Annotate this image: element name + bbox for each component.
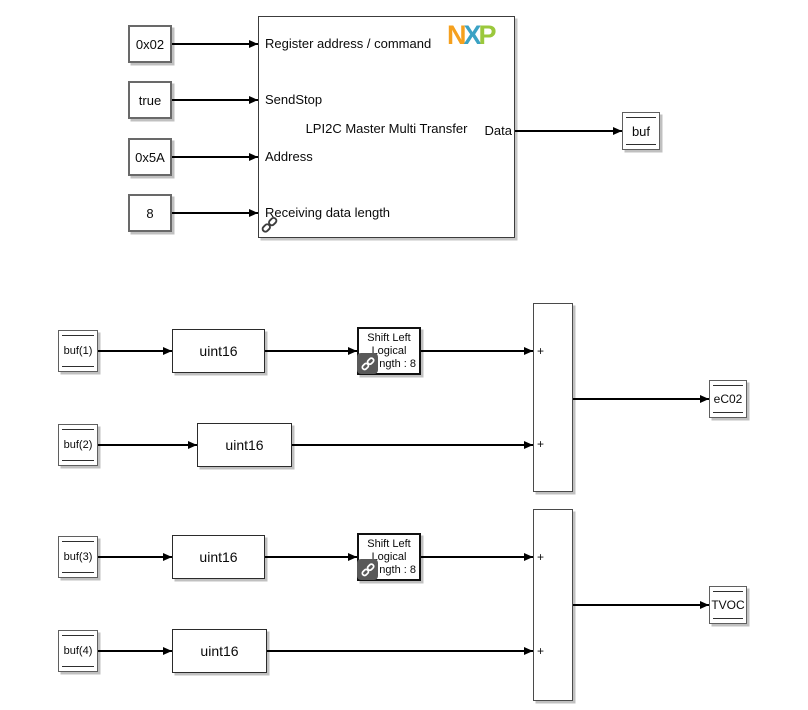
wire-arrowhead [163, 646, 172, 655]
wire-arrowhead [249, 95, 258, 104]
block-label: uint16 [200, 643, 239, 659]
sum-plus-label: + [537, 550, 545, 564]
nxp-logo: NXP [447, 20, 497, 50]
block-label: buf(4) [63, 645, 93, 657]
wire-arrowhead [188, 440, 197, 449]
block-label: uint16 [199, 549, 238, 565]
sum-plus-label: + [537, 644, 545, 658]
constant-block-sendstop[interactable]: true [128, 81, 172, 119]
wire-arrowhead [249, 152, 258, 161]
block-label: TVOC [711, 598, 745, 612]
wire-arrowhead [524, 646, 533, 655]
block-label: uint16 [199, 343, 238, 359]
wire-arrowhead [249, 39, 258, 48]
input-port-label-receiving-length: Receiving data length [265, 205, 391, 220]
block-ec02-store[interactable]: eC02 [709, 380, 747, 418]
signal-wire[interactable] [573, 398, 709, 400]
signal-wire[interactable] [98, 444, 197, 446]
signal-wire[interactable] [98, 556, 172, 558]
nxp-logo-letter-x: X [463, 20, 482, 50]
sum-plus-label: + [537, 437, 545, 451]
block-label: eC02 [713, 392, 743, 406]
signal-wire[interactable] [265, 350, 357, 352]
block-label: buf(2) [63, 439, 93, 451]
wire-arrowhead [249, 208, 258, 217]
constant-value: 0x02 [135, 36, 165, 52]
block-buf4-read[interactable]: buf(4) [58, 630, 98, 672]
nxp-logo-letter-n: N [447, 20, 466, 50]
signal-wire[interactable] [98, 350, 172, 352]
block-label: uint16 [225, 437, 264, 453]
input-port-label-sendstop: SendStop [265, 92, 323, 107]
signal-wire[interactable] [172, 212, 258, 214]
shift-left-logical-block-2[interactable]: Shift Left Logical ngth : 8 [357, 533, 421, 581]
data-type-conversion-block-1[interactable]: uint16 [172, 329, 265, 373]
signal-wire[interactable] [172, 43, 258, 45]
wire-arrowhead [348, 552, 357, 561]
shift-label-line1: Shift Left [367, 332, 411, 344]
link-badge-icon [357, 353, 378, 374]
data-type-conversion-block-4[interactable]: uint16 [172, 629, 267, 673]
constant-block-register-command[interactable]: 0x02 [128, 25, 172, 63]
input-port-label-address: Address [265, 149, 313, 164]
signal-wire[interactable] [573, 604, 709, 606]
signal-wire[interactable] [421, 556, 533, 558]
block-buf3-read[interactable]: buf(3) [58, 536, 98, 578]
wire-arrowhead [700, 600, 709, 609]
wire-arrowhead [700, 394, 709, 403]
wire-arrowhead [524, 346, 533, 355]
signal-wire[interactable] [292, 444, 533, 446]
wire-arrowhead [524, 552, 533, 561]
block-label: buf(1) [63, 345, 93, 357]
signal-wire[interactable] [172, 156, 258, 158]
wire-arrowhead [163, 552, 172, 561]
shift-label-line2: Logical [371, 551, 407, 563]
nxp-logo-letter-p: P [478, 20, 497, 50]
wire-arrowhead [524, 440, 533, 449]
shift-label-line2: Logical [371, 345, 407, 357]
block-buf2-read[interactable]: buf(2) [58, 424, 98, 466]
shift-label-line3: ngth : 8 [379, 358, 416, 370]
signal-wire[interactable] [98, 650, 172, 652]
sum-block-2[interactable] [533, 509, 573, 701]
constant-value: true [138, 92, 162, 108]
shift-label-line3: ngth : 8 [379, 564, 416, 576]
constant-value: 0x5A [135, 149, 165, 165]
block-title: LPI2C Master Multi Transfer [305, 121, 468, 136]
data-type-conversion-block-3[interactable]: uint16 [172, 535, 265, 579]
wire-arrowhead [348, 346, 357, 355]
constant-block-length[interactable]: 8 [128, 194, 172, 232]
output-port-label-data: Data [484, 123, 512, 138]
block-label: buf [631, 123, 651, 139]
link-badge-icon [357, 559, 378, 580]
block-tvoc-store[interactable]: TVOC [709, 586, 747, 624]
wire-arrowhead [163, 346, 172, 355]
wire-arrowhead [613, 126, 622, 135]
signal-wire[interactable] [267, 650, 533, 652]
lpi2c-master-multi-transfer-block[interactable] [258, 16, 515, 238]
shift-label-line1: Shift Left [367, 538, 411, 550]
signal-wire[interactable] [515, 130, 622, 132]
shift-left-logical-block-1[interactable]: Shift Left Logical ngth : 8 [357, 327, 421, 375]
signal-wire[interactable] [421, 350, 533, 352]
sum-plus-label: + [537, 344, 545, 358]
block-buf-store[interactable]: buf [622, 112, 660, 150]
library-link-icon [261, 216, 278, 239]
input-port-label-register-command: Register address / command [265, 36, 432, 51]
constant-value: 8 [146, 205, 154, 221]
signal-wire[interactable] [172, 99, 258, 101]
data-type-conversion-block-2[interactable]: uint16 [197, 423, 292, 467]
block-label: buf(3) [63, 551, 93, 563]
constant-block-address[interactable]: 0x5A [128, 138, 172, 176]
block-buf1-read[interactable]: buf(1) [58, 330, 98, 372]
signal-wire[interactable] [265, 556, 357, 558]
sum-block-1[interactable] [533, 303, 573, 492]
